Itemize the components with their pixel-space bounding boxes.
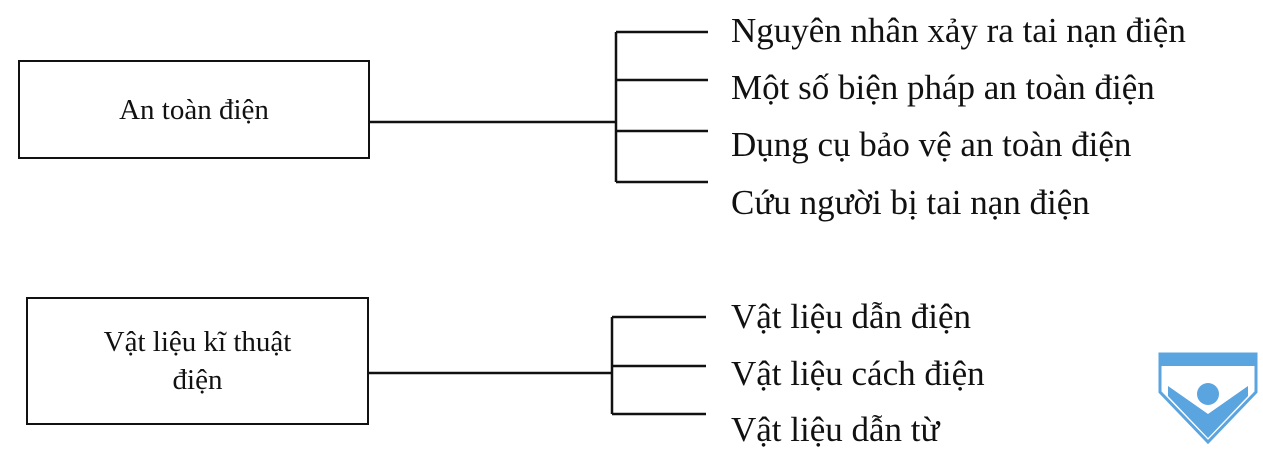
subtopic-label: Vật liệu cách điện xyxy=(731,354,985,393)
topic-title: An toàn điện xyxy=(119,93,269,126)
subtopic-label: Cứu người bị tai nạn điện xyxy=(731,183,1090,222)
topic-box-an-toan-dien: An toàn điện xyxy=(18,60,370,159)
topic-title: Vật liệu kĩ thuật điện xyxy=(104,323,292,399)
subtopic-label: Dụng cụ bảo vệ an toàn điện xyxy=(731,125,1132,164)
subtopic-label: Vật liệu dẫn điện xyxy=(731,297,972,336)
subtopic-label: Nguyên nhân xảy ra tai nạn điện xyxy=(731,11,1186,50)
topic-title-line-2: điện xyxy=(172,364,223,396)
topic-box-vat-lieu-ki-thuat-dien: Vật liệu kĩ thuật điện xyxy=(26,297,369,425)
shield-person-logo-icon xyxy=(1158,352,1258,444)
subtopic-label: Vật liệu dẫn từ xyxy=(731,410,940,449)
subtopic-label: Một số biện pháp an toàn điện xyxy=(731,68,1155,107)
topic-title-line-1: Vật liệu kĩ thuật xyxy=(103,326,292,358)
